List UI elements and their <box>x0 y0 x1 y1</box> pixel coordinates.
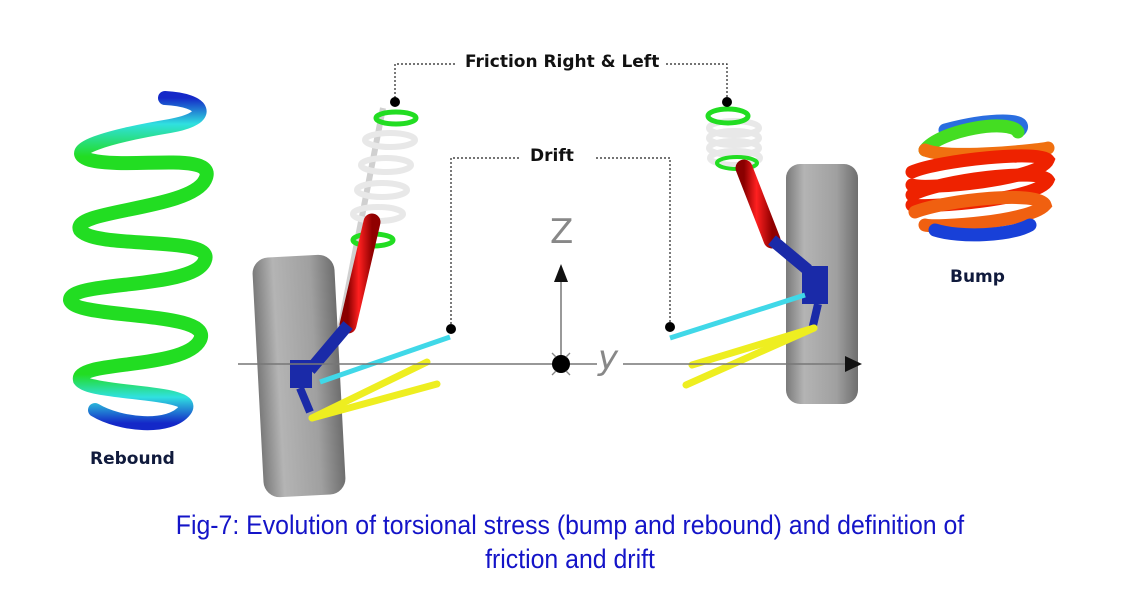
drift-callout-label: Drift <box>524 146 580 166</box>
coordinate-axes <box>238 264 862 376</box>
z-axis-label: Z <box>550 212 574 252</box>
figure-caption: Fig-7: Evolution of torsional stress (bu… <box>46 508 1095 576</box>
right-tie-rod <box>669 292 806 341</box>
caption-line-2: friction and drift <box>485 544 655 574</box>
friction-callout-leader <box>394 63 728 102</box>
bump-spring <box>905 114 1056 242</box>
y-axis-label: y <box>598 338 619 378</box>
rebound-spring <box>62 91 214 431</box>
friction-callout-label: Friction Right & Left <box>459 52 666 72</box>
left-tie-rod <box>319 334 451 385</box>
friction-point-right <box>722 97 732 107</box>
origin-ticks <box>551 352 571 376</box>
caption-line-1: Fig-7: Evolution of torsional stress (bu… <box>175 510 965 540</box>
drift-point-left <box>446 324 456 334</box>
callout-points <box>390 97 732 334</box>
right-damper <box>735 159 781 249</box>
z-axis-arrowhead <box>554 264 568 282</box>
left-damper <box>339 213 381 334</box>
drift-callout-leader <box>450 157 671 328</box>
friction-point-left <box>390 97 400 107</box>
bump-label: Bump <box>950 267 1005 287</box>
rebound-label: Rebound <box>90 449 175 469</box>
left-coil-spring <box>350 130 418 224</box>
left-wheel-assembly <box>252 107 451 498</box>
y-axis-arrowhead <box>845 356 862 372</box>
right-wheel-assembly <box>669 106 858 404</box>
drift-point-right <box>665 322 675 332</box>
origin-point <box>552 355 570 373</box>
